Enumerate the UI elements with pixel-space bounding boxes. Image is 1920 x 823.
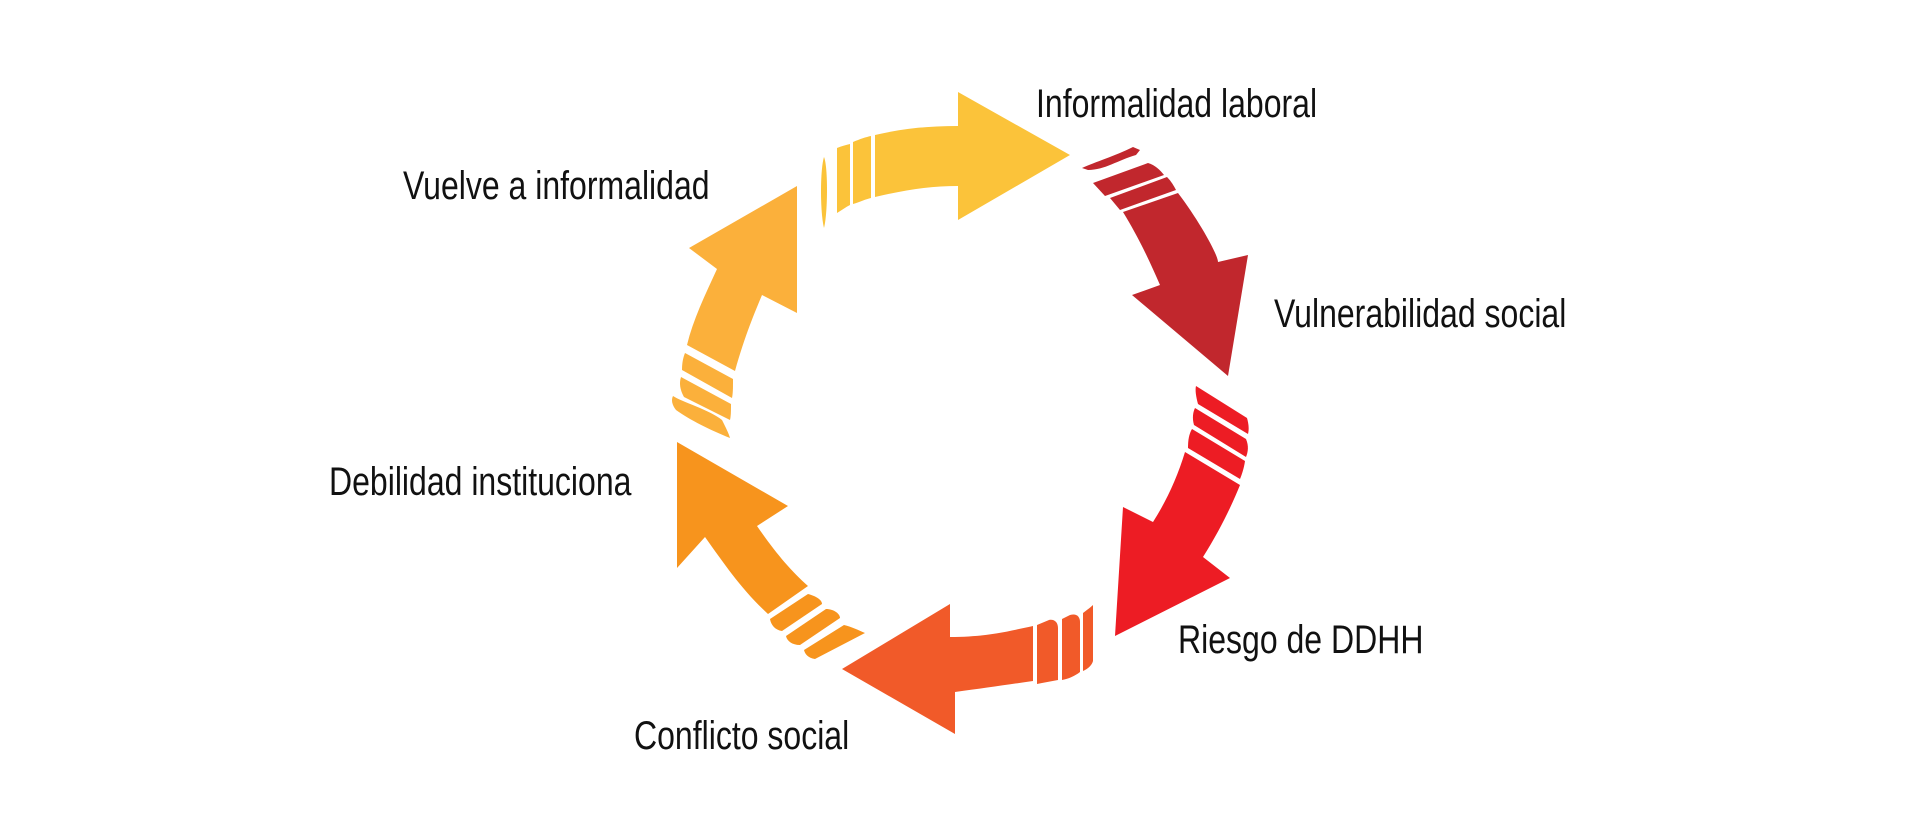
arrow-stripe [682,353,733,398]
arrow-stripe [1192,408,1248,457]
arrow-stripe [837,144,850,213]
arrow-stripe [1062,614,1080,680]
arrow-body [677,442,808,614]
arrow-to-informalidad-laboral [821,92,1070,228]
arrow-to-vulnerabilidad-social [1082,147,1248,376]
arrow-to-conflicto-social [842,604,1093,734]
arrow-body [842,604,1033,734]
arrow-stripe [853,136,871,204]
arrow-body [687,186,797,371]
arrow-stripe [1188,429,1245,479]
arrow-to-riesgo-ddhh [1115,386,1249,636]
arrow-stripe [1037,619,1058,684]
arrow-body [1115,452,1240,636]
stage-label-conflicto-social: Conflicto social [634,714,850,758]
stage-label-vulnerabilidad-social: Vulnerabilidad social [1274,292,1567,336]
stage-label-vuelve-informalidad: Vuelve a informalidad [403,164,710,208]
arrow-stripe [1195,386,1249,434]
stage-label-riesgo-ddhh: Riesgo de DDHH [1178,618,1424,662]
stage-label-debilidad-institucional: Debilidad instituciona [329,460,632,504]
arrow-stripe [1082,147,1140,170]
arrow-to-debilidad-institucional [677,442,865,659]
stage-label-informalidad-laboral: Informalidad laboral [1036,82,1318,126]
arrow-to-vuelve-informalidad [672,186,797,438]
arrow-stripe [821,157,827,228]
arrow-stripe [1083,605,1093,671]
arrow-stripe [1093,163,1164,196]
arrow-stripe [1110,177,1176,210]
arrow-stripe [680,377,731,420]
arrow-body [875,92,1070,220]
arrow-stripe [672,396,730,438]
arrow-stripe [770,594,822,631]
arrow-body [1123,193,1248,376]
arrow-stripe [804,625,865,659]
arrow-stripe [786,609,840,645]
